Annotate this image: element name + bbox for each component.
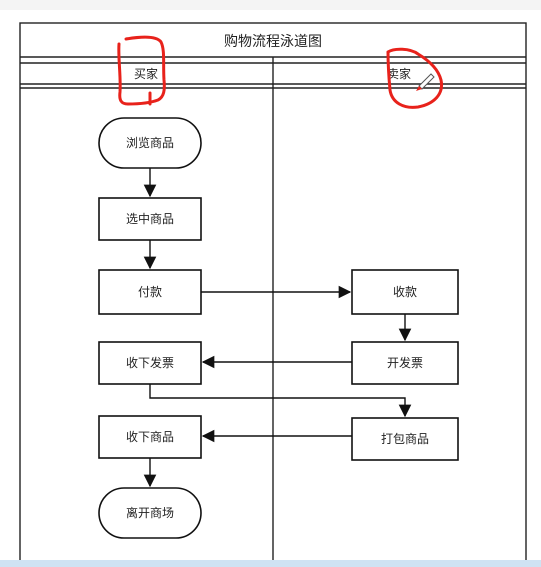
node-receive-goods-label: 收下商品 bbox=[126, 429, 174, 444]
node-leave-shape bbox=[98, 487, 202, 539]
node-pack-label: 打包商品 bbox=[381, 431, 429, 446]
node-issue-invoice: 开发票 bbox=[351, 341, 459, 385]
pencil-icon bbox=[416, 73, 435, 91]
node-browse: 浏览商品 bbox=[98, 117, 202, 169]
connectors bbox=[143, 168, 412, 488]
node-collect-label: 收款 bbox=[393, 285, 417, 299]
node-receive-invoice-shape bbox=[98, 341, 202, 385]
top-strip bbox=[0, 0, 541, 10]
node-issue-invoice-shape bbox=[351, 341, 459, 385]
node-pack: 打包商品 bbox=[351, 417, 459, 461]
node-select-label: 选中商品 bbox=[126, 211, 174, 226]
node-collect: 收款 bbox=[351, 269, 459, 315]
node-browse-shape bbox=[98, 117, 202, 169]
node-pay: 付款 bbox=[98, 269, 202, 315]
edge-receive-invoice-pack bbox=[149, 384, 412, 418]
node-pay-shape bbox=[98, 269, 202, 315]
node-receive-invoice: 收下发票 bbox=[98, 341, 202, 385]
node-receive-invoice-label: 收下发票 bbox=[126, 355, 174, 370]
node-select-shape bbox=[98, 197, 202, 241]
red-annotation-seller bbox=[386, 47, 444, 109]
node-issue-invoice-label: 开发票 bbox=[387, 355, 423, 370]
node-pay-label: 付款 bbox=[138, 285, 162, 299]
lane-header-buyer: 买家 bbox=[134, 66, 158, 81]
node-pack-shape bbox=[351, 417, 459, 461]
node-select: 选中商品 bbox=[98, 197, 202, 241]
red-annotation-buyer bbox=[117, 35, 166, 106]
node-browse-label: 浏览商品 bbox=[126, 135, 174, 150]
bottom-bar bbox=[0, 560, 541, 567]
node-receive-goods: 收下商品 bbox=[98, 415, 202, 459]
node-leave: 离开商场 bbox=[98, 487, 202, 539]
node-receive-goods-shape bbox=[98, 415, 202, 459]
node-collect-shape bbox=[351, 269, 459, 315]
diagram-title: 购物流程泳道图 bbox=[224, 34, 322, 50]
lane-header-seller: 卖家 bbox=[387, 66, 411, 81]
node-leave-label: 离开商场 bbox=[126, 505, 174, 520]
